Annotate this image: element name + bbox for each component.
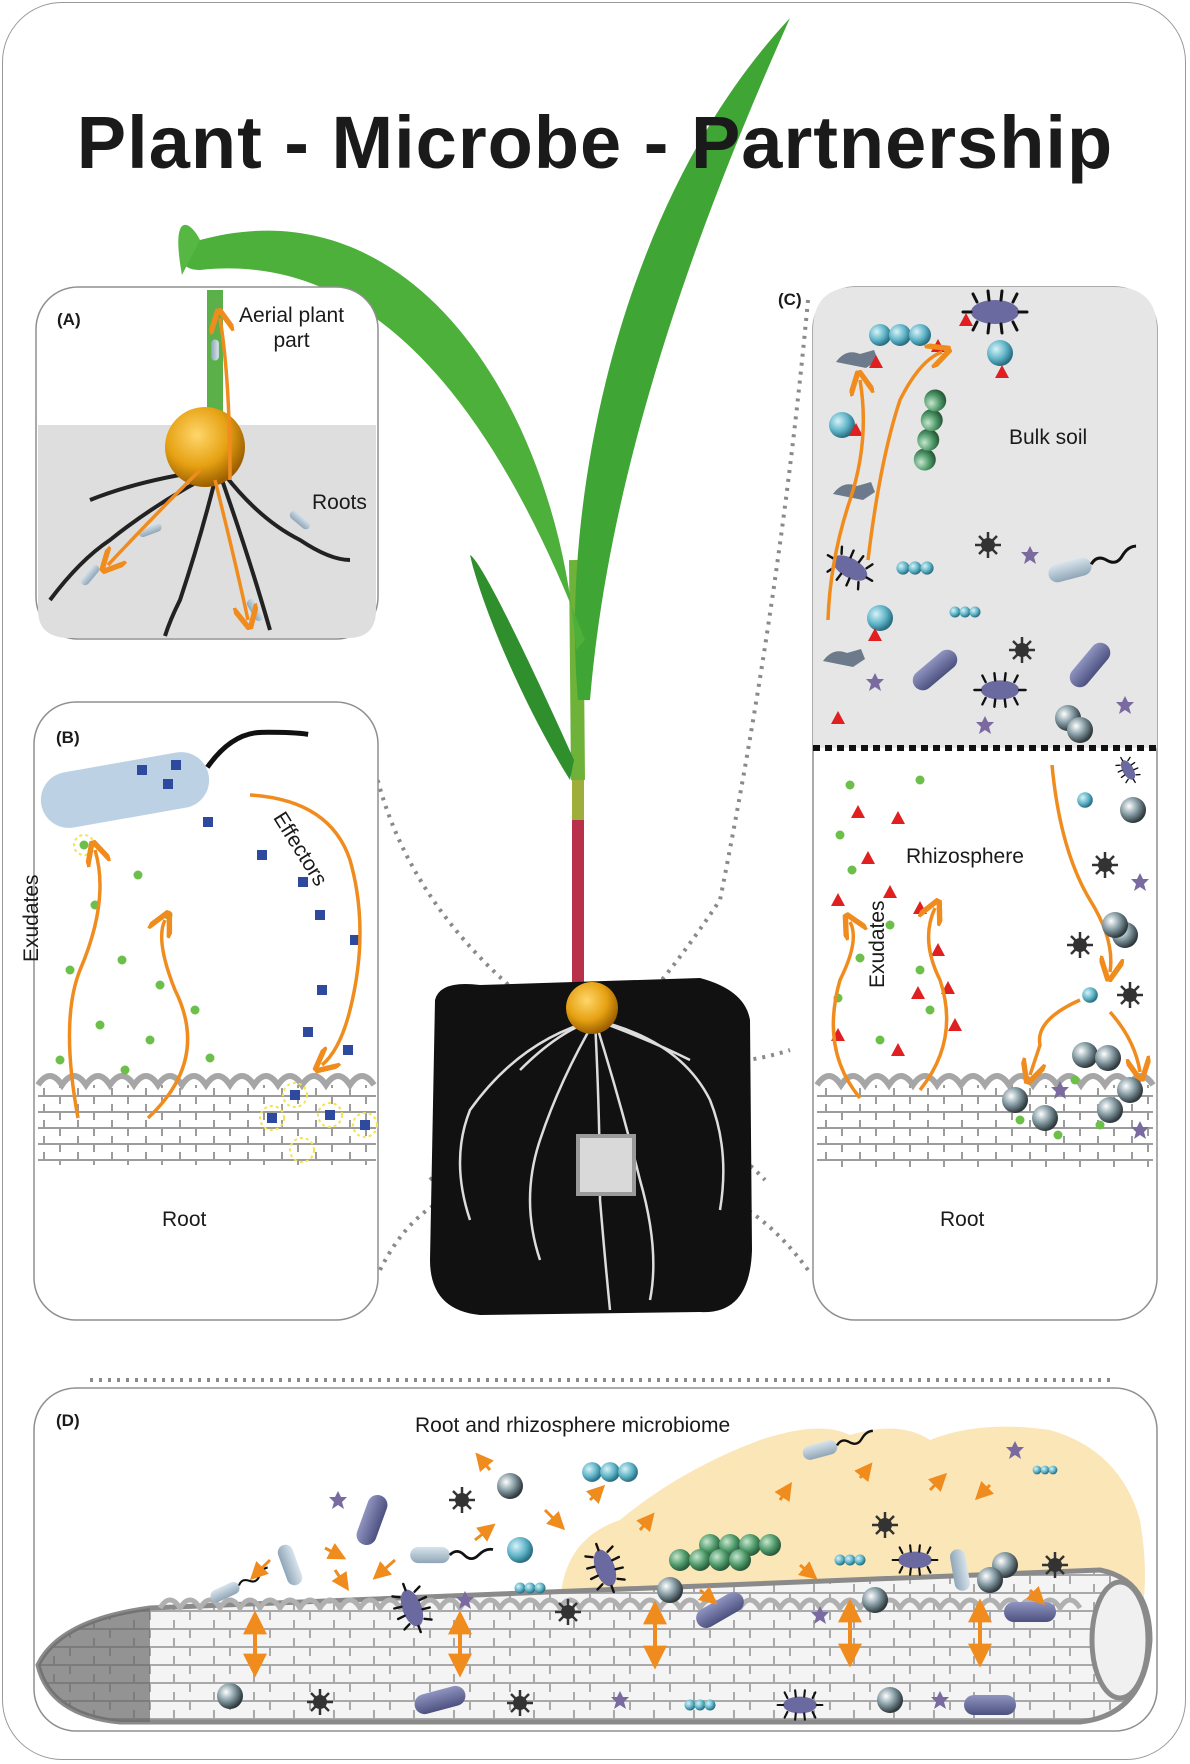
bacterium-icon	[40, 729, 309, 828]
root-label-c: Root	[940, 1208, 985, 1231]
panel-d-letter: (D)	[56, 1411, 80, 1430]
exudates-label-c: Exudates	[866, 900, 889, 988]
root-label: Root	[162, 1208, 207, 1231]
figure-title: Plant - Microbe - Partnership	[76, 101, 1114, 184]
panel-a	[35, 286, 379, 640]
coccus-chain-icon	[869, 324, 931, 346]
panel-b	[33, 701, 379, 1321]
microbiome-heading: Root and rhizosphere microbiome	[415, 1414, 731, 1437]
leaf	[574, 18, 790, 700]
exudates-label: Exudates	[20, 874, 43, 962]
roots-label: Roots	[312, 491, 367, 514]
seed-icon	[566, 982, 618, 1034]
panel-c	[812, 286, 1158, 1321]
zoom-square	[576, 1134, 636, 1196]
rhizosphere-label: Rhizosphere	[906, 845, 1024, 868]
panel-a-letter: (A)	[57, 310, 81, 329]
leaf	[470, 555, 574, 780]
soil-block	[430, 978, 752, 1315]
seed-icon	[165, 407, 245, 487]
leaf	[183, 230, 585, 650]
panel-c-letter: (C)	[778, 290, 802, 309]
panel-b-letter: (B)	[56, 728, 80, 747]
bulk-soil-label: Bulk soil	[1009, 426, 1088, 449]
panel-d	[33, 1387, 1158, 1732]
maize-plant	[178, 18, 790, 990]
